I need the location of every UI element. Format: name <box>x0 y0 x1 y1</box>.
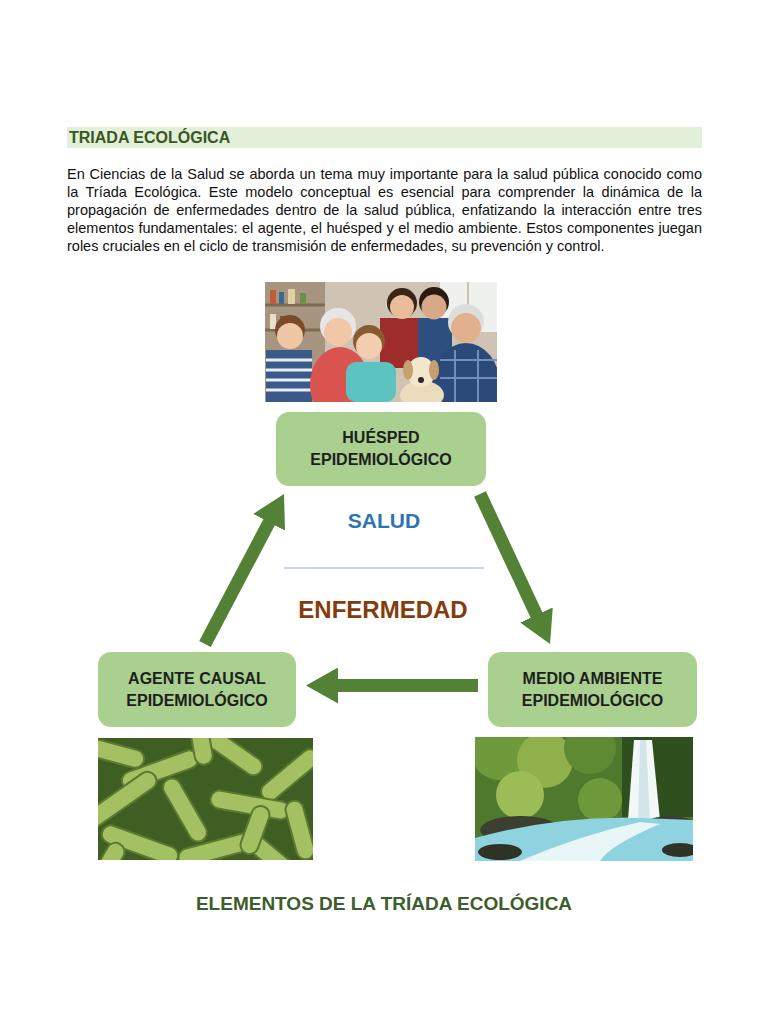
family-photo-part <box>266 389 312 392</box>
family-photo-part <box>387 288 417 318</box>
element-box: HUÉSPED EPIDEMIOLÓGICO <box>276 412 486 486</box>
heading-band: TRIADA ECOLÓGICA <box>67 127 702 148</box>
heading: TRIADA ECOLÓGICA <box>67 127 702 148</box>
family-photo-part <box>451 313 481 343</box>
waterfall-picture-part <box>496 771 544 819</box>
waterfall-picture-part <box>638 740 650 820</box>
intro-paragraph: En Ciencias de la Salud se aborda un tem… <box>67 165 702 255</box>
waterfall-picture-part <box>520 822 660 861</box>
box-title: AGENTE CAUSAL EPIDEMIOLÓGICO <box>112 668 282 712</box>
bacterium-rod <box>257 746 313 805</box>
box-title: HUÉSPED EPIDEMIOLÓGICO <box>290 427 472 471</box>
bacterium-rod <box>284 799 313 860</box>
family-photo-part <box>288 289 295 304</box>
family-photo-part <box>277 323 303 349</box>
waterfall-picture-part <box>662 843 693 857</box>
family-photo-part <box>418 377 424 383</box>
bacteria-picture <box>98 738 313 860</box>
family-photo-part <box>266 350 312 402</box>
waterfall-picture-part <box>478 844 522 860</box>
family-photo-part <box>266 359 312 362</box>
health-label: SALUD <box>348 508 420 534</box>
caption: ELEMENTOS DE LA TRÍADA ECOLÓGICA <box>196 892 572 916</box>
waterfall-picture <box>475 737 693 861</box>
family-photo-part <box>356 333 382 359</box>
bacterium-rod <box>98 840 128 860</box>
family-photo-part <box>440 377 497 379</box>
family-photo-part <box>270 314 276 329</box>
cycle-arrow <box>336 679 478 692</box>
bacterium-rod <box>98 738 146 770</box>
divider-line <box>284 568 484 569</box>
bacterium-rod <box>186 738 214 766</box>
family-photo-part <box>403 360 413 380</box>
family-photo-part <box>266 369 312 372</box>
element-box: AGENTE CAUSAL EPIDEMIOLÓGICO <box>98 652 296 727</box>
waterfall-picture-part <box>628 740 660 820</box>
waterfall-picture-part <box>578 778 622 822</box>
family-photo-part <box>300 293 306 304</box>
family-photo-part <box>454 350 456 402</box>
cycle-arrow <box>205 521 270 644</box>
cycle-arrow <box>480 494 537 617</box>
family-photo-part <box>279 292 284 304</box>
family-photo-part <box>429 360 439 380</box>
box-title: MEDIO AMBIENTE EPIDEMIOLÓGICO <box>502 668 683 712</box>
bacterium-rod <box>238 803 272 856</box>
family-photo-part <box>422 295 447 320</box>
family-photo-part <box>266 379 312 382</box>
disease-label: ENFERMEDAD <box>298 595 467 625</box>
family-photo-part <box>324 318 352 346</box>
family-photo-part <box>270 290 276 304</box>
family-photo-part <box>390 295 414 319</box>
family-photo-part <box>477 350 479 402</box>
waterfall-picture-part <box>475 818 693 861</box>
family-photo-part <box>440 359 497 361</box>
family-photo <box>265 282 497 402</box>
element-box: MEDIO AMBIENTE EPIDEMIOLÓGICO <box>488 652 697 727</box>
bacterium-rod <box>98 768 160 831</box>
bacterium-rod <box>160 775 211 845</box>
family-photo-part <box>346 362 396 402</box>
waterfall-picture-part <box>564 737 616 774</box>
